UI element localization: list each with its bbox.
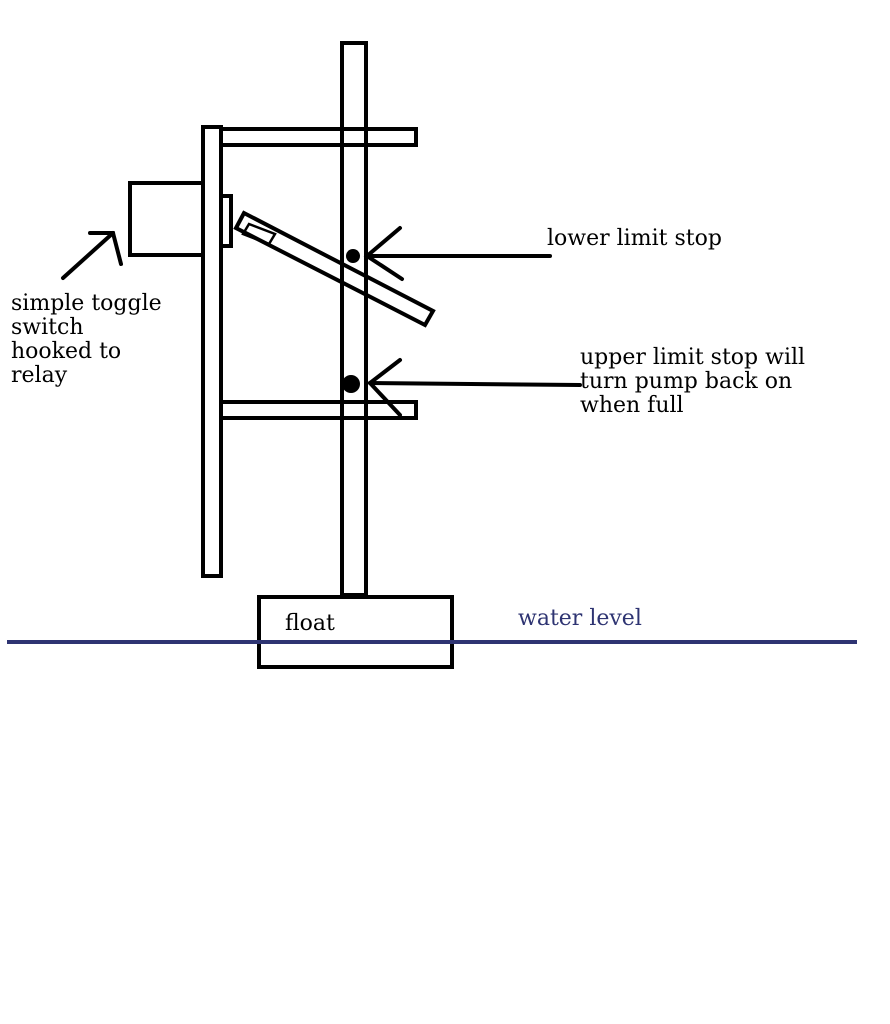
bottom-bracket [219,400,418,420]
upper-limit-stop-label: upper limit stop will turn pump back on … [580,345,806,418]
toggle-lever [233,210,436,328]
relay-box [128,181,205,257]
float-box [257,595,454,669]
upper-limit-stop [342,375,360,393]
upper-stop-arrow [367,358,582,417]
switch-label: simple toggle switch hooked to relay [11,291,162,388]
mounting-board [201,125,223,578]
water-level-label: water level [518,606,642,631]
lever-slot [241,222,277,246]
lower-limit-stop [346,249,360,263]
lower-stop-arrow [363,226,552,281]
top-bracket [219,127,418,147]
lower-limit-stop-label: lower limit stop [547,226,722,251]
switch-mount [219,194,233,248]
float-rod [340,41,368,597]
float-label: float [285,611,335,636]
switch-arrow [61,231,123,280]
